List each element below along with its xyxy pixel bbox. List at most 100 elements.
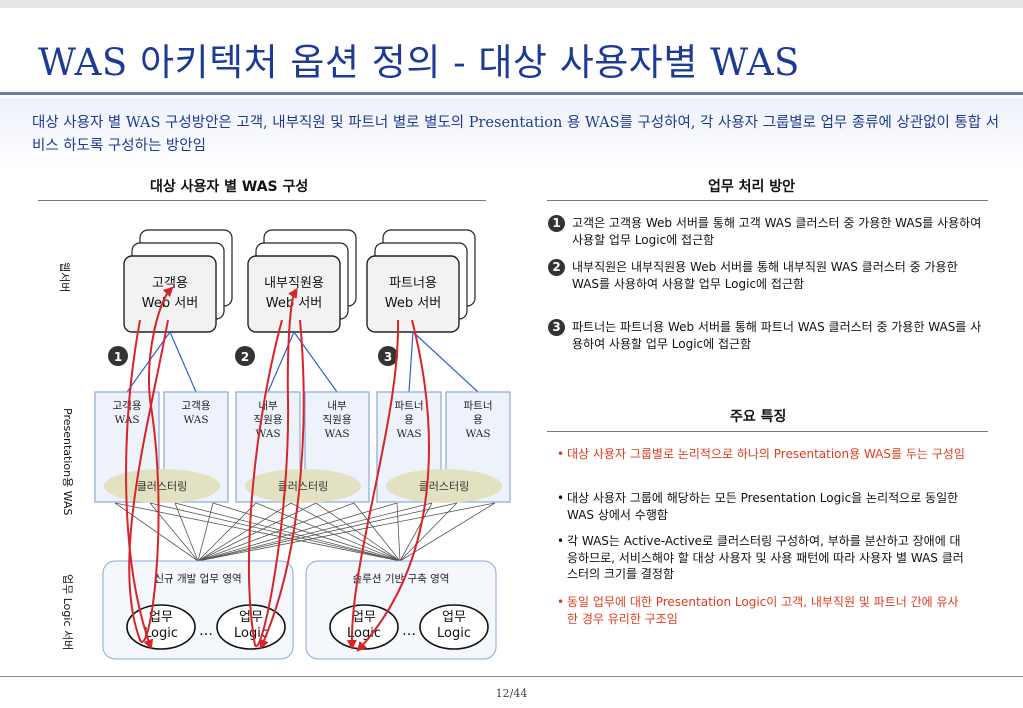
mesh-line	[353, 502, 401, 562]
feature-item-2: • 대상 사용자 그룹에 해당하는 모든 Presentation Logic을…	[557, 490, 987, 524]
cluster-label: 클러스터링	[278, 480, 329, 493]
feature-text: 대상 사용자 그룹에 해당하는 모든 Presentation Logic을 논…	[567, 491, 959, 522]
left-section-rule	[38, 200, 486, 201]
logic-domain-label: 솔루션 기반 구축 영역	[353, 573, 450, 585]
intro-text: 대상 사용자 별 WAS 구성방안은 고객, 내부직원 및 파트너 별로 별도의…	[32, 115, 1000, 154]
cluster-label: 클러스터링	[419, 480, 470, 493]
number-badge	[108, 346, 128, 366]
mesh-line	[114, 502, 199, 562]
was-label: 파트너	[464, 400, 493, 412]
cluster-ellipse	[245, 469, 361, 503]
footer-rule	[0, 676, 1023, 677]
number-badge-text: 3	[384, 350, 392, 364]
flow-arrow	[128, 286, 174, 643]
ellipsis: …	[199, 623, 213, 639]
web-server-label: 고객용	[152, 276, 188, 291]
mesh-line	[197, 502, 496, 562]
mesh-line	[197, 502, 398, 562]
mesh-line	[212, 502, 401, 562]
number-badge-text: 1	[114, 350, 122, 364]
was-label: WAS	[465, 428, 490, 440]
logic-domain-label: 신규 개발 업무 영역	[154, 572, 241, 585]
feature-item-4: • 동일 업무에 대한 Presentation Logic이 고객, 내부직원…	[557, 594, 987, 628]
was-label: 용	[404, 414, 414, 426]
title-rule	[0, 92, 1023, 95]
logic-node-label: Logic	[347, 626, 381, 641]
feature-item-1: • 대상 사용자 그룹별로 논리적으로 하나의 Presentation용 WA…	[557, 446, 987, 480]
link-line	[293, 331, 338, 393]
layer-label-presentation: Presentation용 WAS	[61, 408, 74, 515]
logic-node-label: 업무	[352, 610, 376, 625]
link-line	[412, 331, 479, 393]
mesh-line	[197, 502, 433, 562]
mesh-line	[197, 502, 292, 562]
number-badge	[378, 346, 398, 366]
mesh-line	[174, 502, 199, 562]
link-line	[408, 331, 414, 393]
features-title: 주요 특징	[730, 409, 787, 425]
processing-text: 파트너는 파트너용 Web 서버를 통해 파트너 WAS 클러스터 중 가용한 …	[572, 320, 982, 351]
feature-text: 각 WAS는 Active-Active로 클러스터링 구성하여, 부하를 분산…	[567, 534, 964, 581]
bullet: •	[557, 534, 565, 548]
was-label: 고객용	[182, 400, 211, 412]
number-badge: 1	[548, 215, 565, 232]
was-label: WAS	[183, 414, 208, 426]
processing-text: 고객은 고객용 Web 서버를 통해 고객 WAS 클러스터 중 가용한 WAS…	[572, 216, 982, 247]
link-line	[169, 331, 197, 393]
bullet: •	[557, 491, 565, 505]
processing-item-3: 3 파트너는 파트너용 Web 서버를 통해 파트너 WAS 클러스터 중 가용…	[548, 319, 988, 353]
mesh-line	[197, 502, 355, 562]
logic-node	[126, 604, 196, 650]
processing-text: 내부직원은 내부직원용 Web 서버를 통해 내부직원 WAS 클러스터 중 가…	[572, 260, 958, 291]
logic-node-label: Logic	[437, 626, 471, 641]
bullet: •	[557, 447, 565, 461]
web-server-label: Web 서버	[266, 296, 322, 311]
features-rule	[547, 431, 988, 432]
logic-node-label: Logic	[144, 626, 178, 641]
feature-item-3: • 각 WAS는 Active-Active로 클러스터링 구성하여, 부하를 …	[557, 533, 987, 583]
number-badge: 3	[548, 319, 565, 336]
cluster-ellipse	[386, 469, 502, 503]
was-label: 파트너	[395, 400, 424, 412]
web-server-label: Web 서버	[142, 296, 198, 311]
was-label: WAS	[396, 428, 421, 440]
was-label: 고객용	[113, 400, 142, 412]
link-line	[267, 331, 295, 393]
was-label: 직원용	[254, 414, 283, 426]
mesh-line	[197, 502, 214, 562]
processing-item-2: 2 내부직원은 내부직원용 Web 서버를 통해 내부직원 WAS 클러스터 중…	[548, 259, 988, 309]
logic-node-label: 업무	[442, 610, 466, 625]
flow-arrow	[125, 319, 154, 650]
feature-text: 대상 사용자 그룹별로 논리적으로 하나의 Presentation용 WAS를…	[567, 447, 965, 461]
web-server-label: 파트너용	[389, 276, 437, 291]
mesh-line	[396, 502, 401, 562]
mesh-line	[399, 502, 433, 562]
cluster-label: 클러스터링	[137, 480, 188, 493]
feature-text: 동일 업무에 대한 Presentation Logic이 고객, 내부직원 및…	[567, 595, 959, 626]
bullet: •	[557, 595, 565, 609]
flow-arrow	[356, 319, 430, 652]
flow-arrow	[346, 319, 400, 650]
layer-label-web: 웹서버	[58, 262, 71, 292]
page-number: 12/44	[495, 687, 528, 700]
number-badge-text: 2	[241, 350, 249, 364]
mesh-line	[315, 502, 401, 562]
logic-node-label: 업무	[149, 610, 173, 625]
was-label: 직원용	[323, 414, 352, 426]
left-section-title: 대상 사용자 별 WAS 구성	[150, 179, 309, 195]
web-server-label: 내부직원용	[264, 276, 324, 291]
flow-arrow	[248, 287, 298, 648]
processing-rule	[547, 200, 988, 201]
was-label: 내부	[327, 400, 347, 412]
processing-title: 업무 처리 방안	[708, 179, 796, 195]
processing-item-1: 1 고객은 고객용 Web 서버를 통해 고객 WAS 클러스터 중 가용한 W…	[548, 215, 988, 249]
web-server-box	[123, 255, 217, 333]
mesh-line	[197, 502, 257, 562]
was-label: WAS	[324, 428, 349, 440]
logic-node-label: Logic	[234, 626, 268, 641]
mesh-line	[197, 502, 458, 562]
was-label: 용	[473, 414, 483, 426]
flow-arrow	[259, 319, 305, 650]
number-badge: 2	[548, 259, 565, 276]
